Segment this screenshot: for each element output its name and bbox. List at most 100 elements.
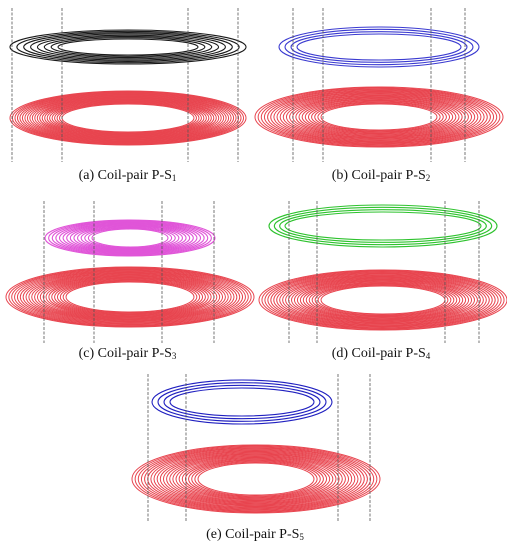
secondary-coil-turn (288, 277, 478, 323)
primary-coil-turn (66, 223, 194, 253)
guide-lines (147, 374, 371, 522)
secondary-coil-turn (34, 273, 226, 321)
secondary-coil-turn (156, 451, 356, 507)
secondary-coil (5, 266, 255, 328)
primary-coil-turn (284, 28, 474, 66)
secondary-coil-turn (144, 447, 368, 511)
secondary-coil-turn (26, 94, 230, 142)
secondary-coil-turn (314, 283, 452, 317)
secondary-coil-turn (166, 453, 346, 505)
primary-coil-turn (84, 227, 176, 249)
secondary-coil-turn (302, 280, 464, 320)
guide-lines (288, 201, 480, 343)
primary-coil-turn (69, 224, 191, 252)
primary-coil-turn (51, 220, 209, 256)
secondary-coil-turn (320, 285, 446, 315)
caption-c-text: (c) Coil-pair P-S (78, 346, 172, 361)
secondary-coil-turn (307, 100, 451, 134)
secondary-coil-turn (16, 92, 240, 144)
primary-coil-turn (58, 222, 202, 254)
secondary-coil-turn (11, 267, 249, 327)
secondary-coil-turn (273, 273, 493, 327)
primary-coil-turn (44, 219, 216, 257)
primary-coil-turn (30, 33, 226, 61)
secondary-coil-turn (44, 99, 212, 137)
secondary-coil-turn (39, 275, 221, 319)
secondary-coil-turn (24, 94, 232, 142)
secondary-coil-turn (21, 93, 235, 143)
secondary-coil-turn (62, 280, 198, 314)
secondary-coil-turn (153, 450, 359, 508)
panel-c: (c) Coil-pair P-S3 (0, 195, 255, 365)
secondary-coil-turn (14, 91, 242, 145)
primary-coil-turn (43, 35, 213, 59)
secondary-coil-turn (188, 459, 324, 499)
secondary-coil-turn (36, 97, 220, 139)
guide-lines (43, 201, 215, 343)
primary-coil (268, 204, 498, 248)
secondary-coil-turn (298, 97, 460, 137)
secondary-coil-turn (314, 101, 444, 133)
secondary-coil-turn (39, 97, 217, 139)
caption-c-sub: 3 (171, 351, 177, 361)
secondary-coil-turn (289, 95, 469, 139)
panel-d: (d) Coil-pair P-S4 (255, 195, 507, 365)
secondary-coil (258, 269, 507, 331)
secondary-coil-turn (150, 449, 362, 509)
secondary-coil-turn (273, 91, 485, 143)
primary-coil-turn (91, 228, 169, 248)
secondary-coil-turn (295, 97, 463, 137)
primary-coil (278, 26, 480, 68)
caption-d-text: (d) Coil-pair P-S (331, 346, 426, 361)
primary-coil-turn (87, 227, 173, 249)
secondary-coil-turn (54, 278, 206, 316)
secondary-coil-turn (162, 453, 350, 505)
secondary-coil-turn (131, 444, 381, 514)
secondary-coil-turn (282, 275, 484, 325)
secondary-coil (254, 86, 504, 148)
secondary-coil-turn (311, 283, 455, 317)
secondary-coil-turn (320, 103, 438, 131)
primary-coil-turn (279, 209, 487, 243)
primary-coil (44, 219, 216, 257)
secondary-coil-turn (172, 455, 340, 503)
secondary-coil-turn (8, 267, 252, 327)
guide-lines (292, 8, 466, 162)
secondary-coil-turn (282, 93, 476, 141)
secondary-coil-turn (51, 101, 205, 135)
secondary-coil-turn (263, 88, 495, 146)
secondary-coil-turn (257, 87, 501, 147)
caption-d: (d) Coil-pair P-S4 (255, 346, 507, 362)
secondary-coil (131, 444, 381, 514)
secondary-coil-turn (61, 103, 195, 133)
primary-coil-turn (284, 211, 482, 241)
secondary-coil-turn (28, 272, 232, 322)
secondary-coil-turn (299, 280, 467, 320)
secondary-coil-turn (258, 269, 507, 331)
secondary-coil-turn (254, 86, 504, 148)
secondary-coil-turn (9, 90, 247, 146)
secondary-coil-turn (191, 460, 321, 498)
primary-coil-turn (278, 26, 480, 68)
secondary-coil-turn (279, 274, 487, 326)
secondary-coil-turn (36, 274, 224, 320)
primary-coil-turn (290, 31, 468, 63)
panel-e: (e) Coil-pair P-S5 (120, 372, 390, 548)
primary-coil (151, 379, 333, 425)
coil-figure-d (258, 201, 507, 343)
primary-coil (9, 29, 247, 65)
secondary-coil-turn (25, 271, 235, 323)
secondary-coil-turn (279, 92, 479, 142)
secondary-coil-turn (181, 458, 331, 500)
primary-coil-turn (268, 204, 498, 248)
primary-coil-turn (157, 382, 327, 422)
secondary-coil-turn (184, 459, 328, 499)
secondary-coil-turn (264, 271, 502, 329)
secondary-coil-turn (276, 92, 482, 142)
secondary-coil-turn (175, 456, 337, 502)
secondary-coil-turn (296, 279, 470, 321)
secondary-coil-turn (169, 454, 343, 504)
secondary-coil-turn (197, 462, 315, 496)
primary-coil-turn (9, 29, 247, 65)
secondary-coil-turn (267, 271, 499, 329)
